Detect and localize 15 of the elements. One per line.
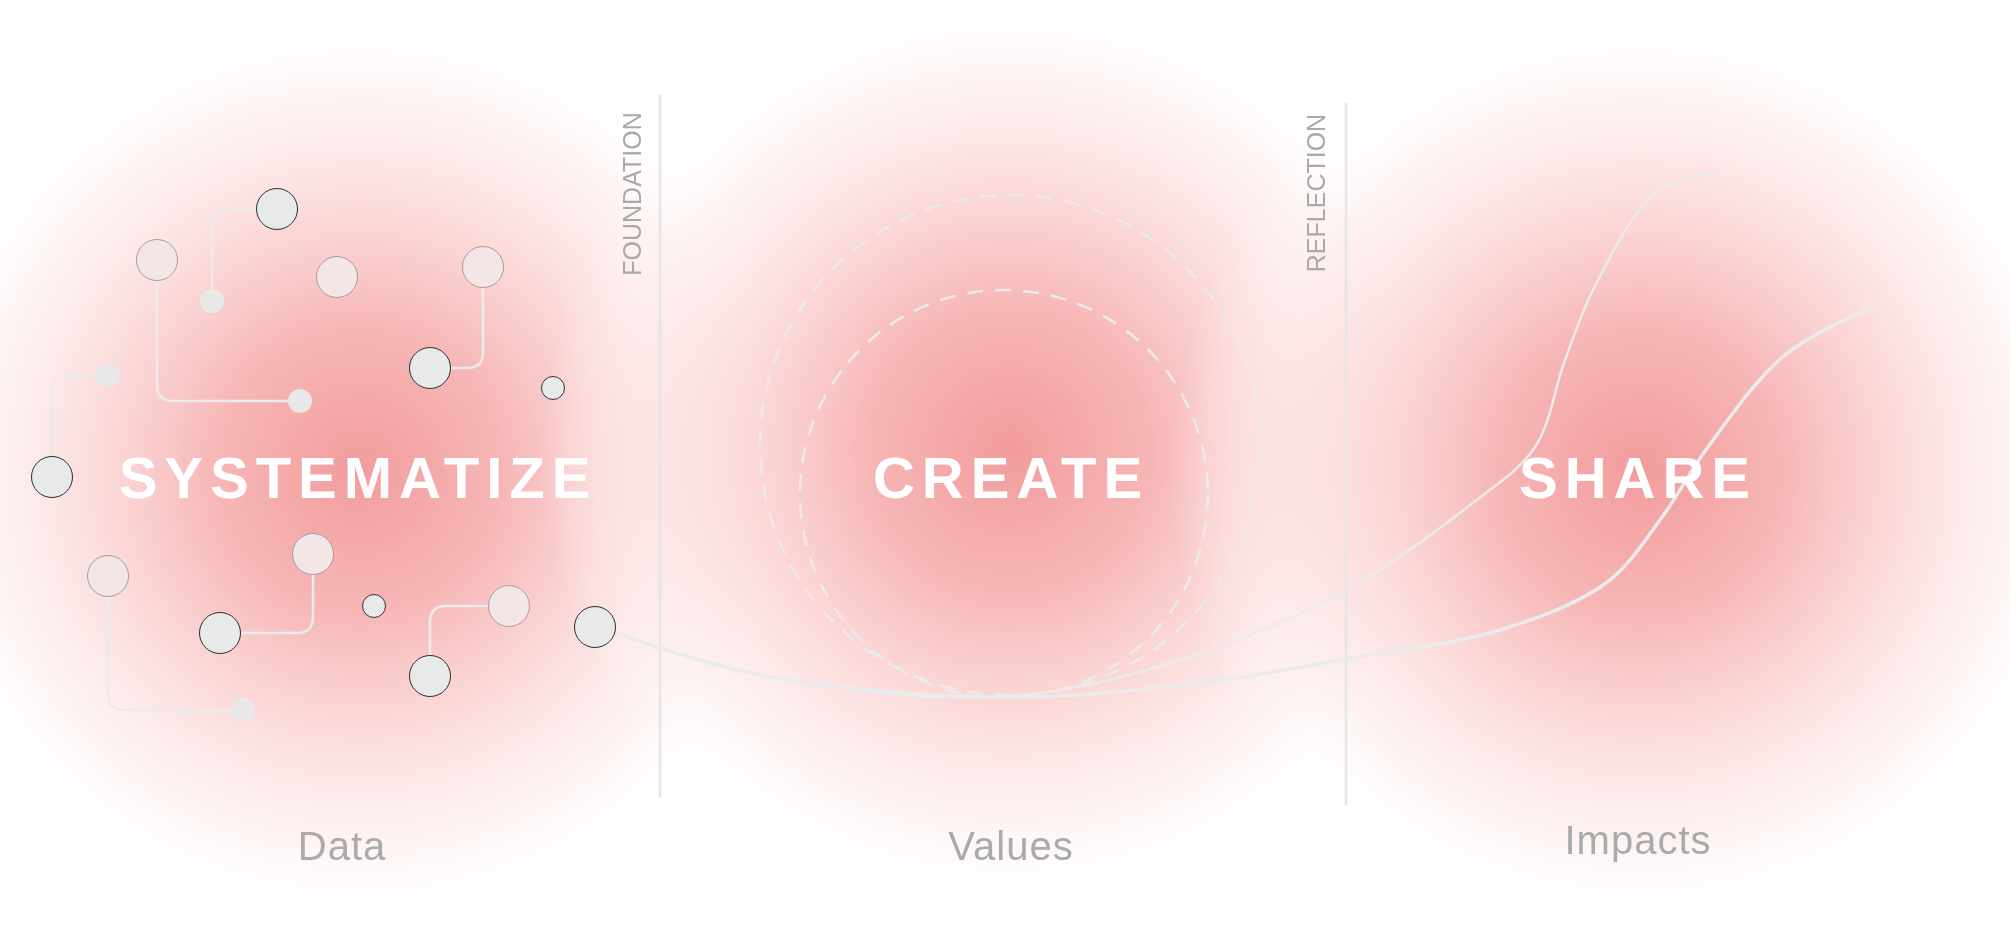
curved-line <box>614 303 1877 699</box>
connector-line <box>451 288 485 370</box>
stage-caption: Impacts <box>1564 820 1712 860</box>
connector-line <box>50 373 96 456</box>
stage-caption: Data <box>297 826 387 866</box>
stage-caption: Values <box>948 826 1074 866</box>
connector-line <box>106 597 231 712</box>
stage-title: CREATE <box>872 449 1150 507</box>
side-label: REFLECTION <box>1303 113 1329 273</box>
connector-line <box>241 575 315 635</box>
connector-line <box>210 207 257 289</box>
connector-line <box>155 281 288 403</box>
connector-line <box>428 604 488 655</box>
stage-title: SYSTEMATIZE <box>118 449 598 507</box>
side-label: FOUNDATION <box>619 112 645 276</box>
